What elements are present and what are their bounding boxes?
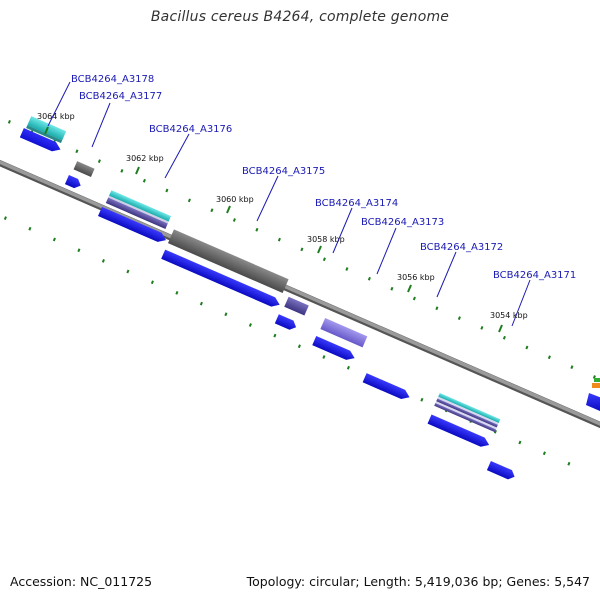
tick-dash (525, 345, 529, 350)
gene-label-a3176[interactable]: BCB4264_A3176 (149, 124, 232, 135)
tick-dash (3, 216, 7, 220)
gene-feature-a3177[interactable] (64, 160, 95, 192)
accession-text: Accession: NC_011725 (10, 574, 153, 589)
tick-dash (457, 316, 461, 320)
gene-feature-a3172[interactable] (362, 373, 412, 402)
gene-feature-a3176[interactable] (98, 189, 176, 244)
tick-dash (187, 198, 191, 203)
genome-title: Bacillus cereus B4264, complete genome (150, 9, 450, 25)
ruler-tick-3064: 3064 kbp (37, 112, 75, 135)
tick-dash (77, 248, 81, 253)
tick-dash (322, 257, 326, 262)
tick-dash (232, 218, 236, 222)
tick-dash (224, 312, 228, 317)
tick-dash (28, 226, 32, 231)
tick-dash (126, 269, 130, 274)
gene-label-a3175[interactable]: BCB4264_A3175 (242, 166, 325, 177)
gene-labels: BCB4264_A3178 BCB4264_A3177 BCB4264_A317… (71, 74, 576, 281)
tick-dash (273, 333, 277, 338)
tick-dash (420, 397, 424, 402)
tick-dash (248, 323, 252, 327)
tick-dash (175, 291, 179, 295)
gene-label-leaders (47, 81, 531, 327)
tick-dash (390, 286, 394, 291)
ruler-label: 3054 kbp (490, 311, 528, 320)
tick-dash (277, 237, 281, 242)
tick-dash (300, 247, 304, 252)
tick-dash (255, 227, 259, 232)
ruler-label: 3058 kbp (307, 235, 345, 244)
tick-dash (502, 335, 506, 340)
gene-feature-a3173[interactable] (312, 318, 368, 364)
gene-label-a3173[interactable]: BCB4264_A3173 (361, 217, 444, 228)
tick-dash (412, 296, 416, 301)
tick-dash (570, 365, 574, 369)
ruler-tick-3060: 3060 kbp (216, 195, 254, 214)
tick-dash (7, 120, 11, 124)
tick-dash (297, 344, 301, 349)
tick-dash (542, 451, 546, 456)
edge-feature-right[interactable] (586, 378, 600, 411)
tick-dash (345, 267, 349, 271)
tick-dash (547, 355, 551, 360)
ruler-label: 3064 kbp (37, 112, 75, 121)
ruler-tick-3056: 3056 kbp (397, 273, 435, 293)
gene-feature-downstream[interactable] (486, 460, 517, 481)
tick-dash (367, 276, 371, 281)
tick-dash (210, 208, 214, 213)
tick-dash (480, 326, 484, 330)
ruler-label: 3056 kbp (397, 273, 435, 282)
gene-feature-a3174[interactable] (274, 296, 309, 333)
gene-label-a3172[interactable]: BCB4264_A3172 (420, 242, 503, 253)
gene-label-a3178[interactable]: BCB4264_A3178 (71, 74, 154, 85)
ruler-tick-3062: 3062 kbp (126, 154, 164, 175)
gene-feature-a3178[interactable] (19, 115, 68, 154)
genome-backbone (0, 159, 600, 429)
tick-dash (52, 237, 56, 242)
gene-feature-a3175[interactable] (161, 229, 290, 309)
tick-dash (75, 149, 79, 154)
tick-dash (435, 306, 439, 311)
ruler-label: 3060 kbp (216, 195, 254, 204)
gene-label-a3177[interactable]: BCB4264_A3177 (79, 91, 162, 102)
tick-dash (165, 188, 169, 193)
gene-feature-a3171[interactable] (427, 392, 501, 450)
tick-dash (101, 259, 105, 263)
tick-dash (518, 440, 522, 445)
tick-dash (97, 159, 101, 163)
gene-label-a3174[interactable]: BCB4264_A3174 (315, 198, 398, 209)
tick-dash (150, 280, 154, 285)
tick-dash (199, 301, 203, 306)
ruler-tick-3054: 3054 kbp (490, 311, 528, 333)
genome-summary-text: Topology: circular; Length: 5,419,036 bp… (246, 574, 590, 589)
tick-dash (322, 355, 326, 359)
gene-label-a3171[interactable]: BCB4264_A3171 (493, 270, 576, 281)
ruler-label: 3062 kbp (126, 154, 164, 163)
tick-dash (346, 365, 350, 370)
tick-dash (493, 429, 497, 434)
tick-dash (567, 461, 571, 466)
ruler-tick-3058: 3058 kbp (307, 235, 345, 254)
tick-dash (142, 178, 146, 183)
tick-dash (120, 169, 124, 173)
